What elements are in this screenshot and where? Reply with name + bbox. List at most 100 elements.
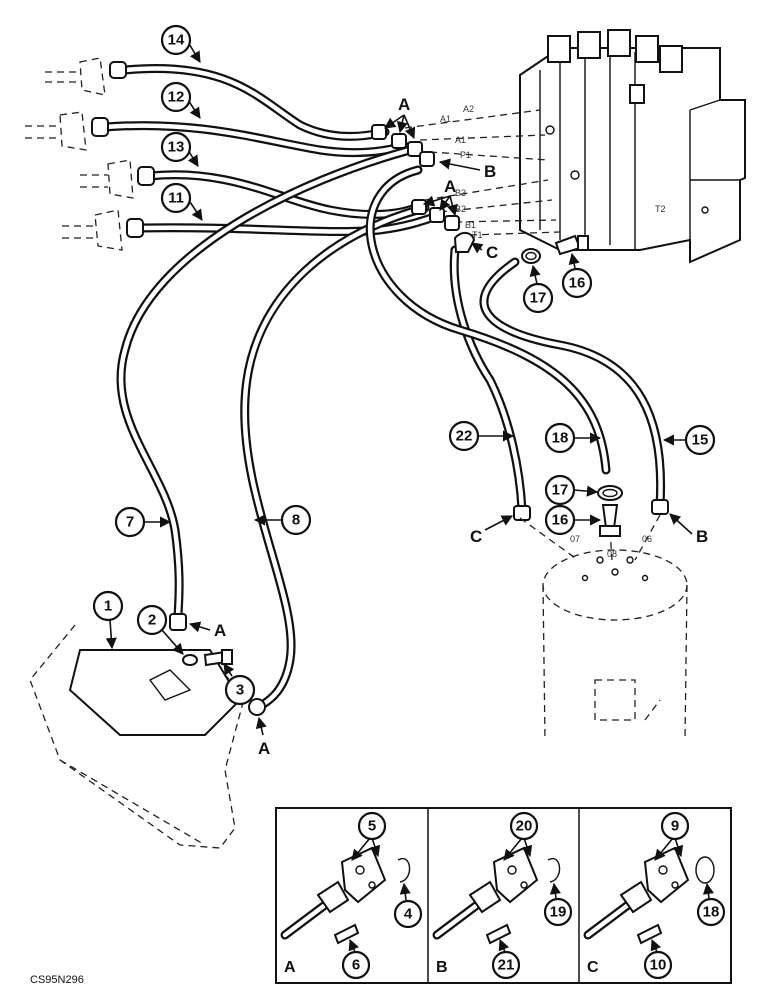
svg-text:B: B bbox=[696, 527, 708, 546]
port-label: T2 bbox=[655, 204, 666, 214]
hose-14 bbox=[109, 61, 390, 141]
callout-12: 12 bbox=[160, 81, 201, 119]
callout-3: 3 bbox=[223, 663, 256, 706]
callout-21: 21 bbox=[491, 938, 521, 980]
control-valve bbox=[519, 29, 746, 264]
svg-text:1: 1 bbox=[104, 598, 112, 615]
svg-text:C: C bbox=[470, 527, 482, 546]
svg-text:B: B bbox=[436, 959, 448, 976]
port-label: B3 bbox=[455, 188, 466, 198]
callout-15-top: 16 bbox=[561, 252, 593, 299]
port-label: A1 bbox=[455, 135, 466, 145]
callout-6: 6 bbox=[341, 938, 371, 980]
hose-8 bbox=[240, 203, 430, 716]
port-label: B2 bbox=[455, 204, 466, 214]
svg-text:A: A bbox=[444, 177, 456, 196]
hose-11 bbox=[126, 210, 445, 238]
svg-text:A: A bbox=[214, 621, 226, 640]
callout-19: 19 bbox=[543, 882, 573, 927]
inset-a: A 5 4 6 bbox=[280, 811, 423, 980]
hose-12 bbox=[91, 117, 410, 158]
callout-8: 8 bbox=[253, 504, 312, 536]
connection-a-pilot: A bbox=[188, 621, 226, 640]
svg-text:16: 16 bbox=[552, 512, 569, 529]
valve-port-labels: A2 A1 A1 P1 B3 B2 B1 T1 T2 bbox=[440, 104, 666, 240]
callout-16-top: 17 bbox=[522, 264, 554, 314]
callout-22: 22 bbox=[448, 420, 515, 452]
callout-18-inset: 18 bbox=[696, 882, 726, 927]
pilot-valve-bracket bbox=[29, 624, 246, 849]
swing-motor bbox=[519, 514, 688, 741]
callout-17: 18 bbox=[544, 422, 602, 454]
port-label: 06 bbox=[642, 534, 652, 544]
svg-text:22: 22 bbox=[456, 428, 473, 445]
callout-15-bottom: 16 bbox=[544, 504, 602, 536]
inset-c: C 9 18 10 bbox=[583, 811, 726, 980]
inset-b: B 20 19 21 bbox=[432, 811, 573, 980]
svg-text:14: 14 bbox=[168, 32, 185, 49]
svg-text:A: A bbox=[258, 739, 270, 758]
hose-7 bbox=[116, 145, 415, 631]
hose-18 bbox=[479, 257, 669, 515]
callout-4: 4 bbox=[393, 882, 423, 929]
svg-text:21: 21 bbox=[498, 957, 515, 974]
connection-b-bottom: B bbox=[669, 513, 708, 546]
port-label: A1 bbox=[440, 114, 451, 124]
svg-text:11: 11 bbox=[168, 190, 184, 207]
svg-text:C: C bbox=[486, 243, 498, 262]
valve-fittings bbox=[371, 124, 476, 253]
port-label: A2 bbox=[463, 104, 474, 114]
callout-14: 14 bbox=[160, 24, 201, 63]
callout-13: 13 bbox=[160, 131, 199, 167]
svg-text:C: C bbox=[587, 959, 599, 976]
clamp-16-top bbox=[521, 248, 541, 264]
svg-text:18: 18 bbox=[703, 904, 720, 921]
svg-text:8: 8 bbox=[292, 512, 300, 529]
svg-text:17: 17 bbox=[530, 290, 547, 307]
svg-text:4: 4 bbox=[404, 906, 413, 923]
callout-2: 2 bbox=[136, 604, 184, 655]
left-ghost-fittings bbox=[25, 57, 134, 251]
connection-c-bottom: C bbox=[470, 515, 513, 546]
hose-17 bbox=[365, 165, 611, 475]
callout-9: 9 bbox=[654, 811, 690, 861]
connection-b-top: B bbox=[438, 158, 496, 181]
port-label: P1 bbox=[460, 150, 471, 160]
connection-a-top: A bbox=[384, 95, 416, 140]
connection-c-top: C bbox=[471, 242, 498, 262]
connection-a-mid: A bbox=[422, 177, 458, 217]
svg-text:5: 5 bbox=[368, 818, 376, 835]
callout-16-bottom: 17 bbox=[544, 474, 599, 506]
nipple-15-bottom bbox=[599, 504, 621, 537]
callout-5: 5 bbox=[351, 811, 387, 861]
svg-text:15: 15 bbox=[692, 432, 709, 449]
reference-code: CS95N296 bbox=[30, 974, 84, 986]
clamp-16-bottom bbox=[597, 485, 623, 501]
svg-text:12: 12 bbox=[168, 89, 185, 106]
port-label: 07 bbox=[570, 534, 580, 544]
svg-text:A: A bbox=[284, 959, 296, 976]
port-label: 08 bbox=[607, 549, 617, 559]
callout-20: 20 bbox=[503, 811, 539, 861]
connection-a-bottom: A bbox=[255, 716, 270, 758]
port-label: B1 bbox=[465, 220, 476, 230]
svg-text:19: 19 bbox=[550, 904, 567, 921]
svg-text:7: 7 bbox=[126, 514, 134, 531]
svg-text:10: 10 bbox=[650, 957, 667, 974]
callout-10: 10 bbox=[643, 938, 673, 980]
svg-text:9: 9 bbox=[671, 818, 679, 835]
svg-text:17: 17 bbox=[552, 482, 569, 499]
svg-text:18: 18 bbox=[552, 430, 569, 447]
svg-text:A: A bbox=[398, 95, 410, 114]
washer-2 bbox=[182, 654, 198, 666]
port-leader-lines bbox=[404, 109, 561, 236]
callout-11: 11 bbox=[160, 182, 203, 221]
svg-text:B: B bbox=[484, 162, 496, 181]
svg-text:2: 2 bbox=[148, 612, 156, 629]
svg-text:6: 6 bbox=[352, 957, 360, 974]
svg-text:13: 13 bbox=[168, 139, 185, 156]
callout-18: 15 bbox=[662, 424, 716, 456]
swing-motor-port-labels: 07 08 06 bbox=[570, 534, 652, 559]
svg-text:3: 3 bbox=[236, 682, 244, 699]
